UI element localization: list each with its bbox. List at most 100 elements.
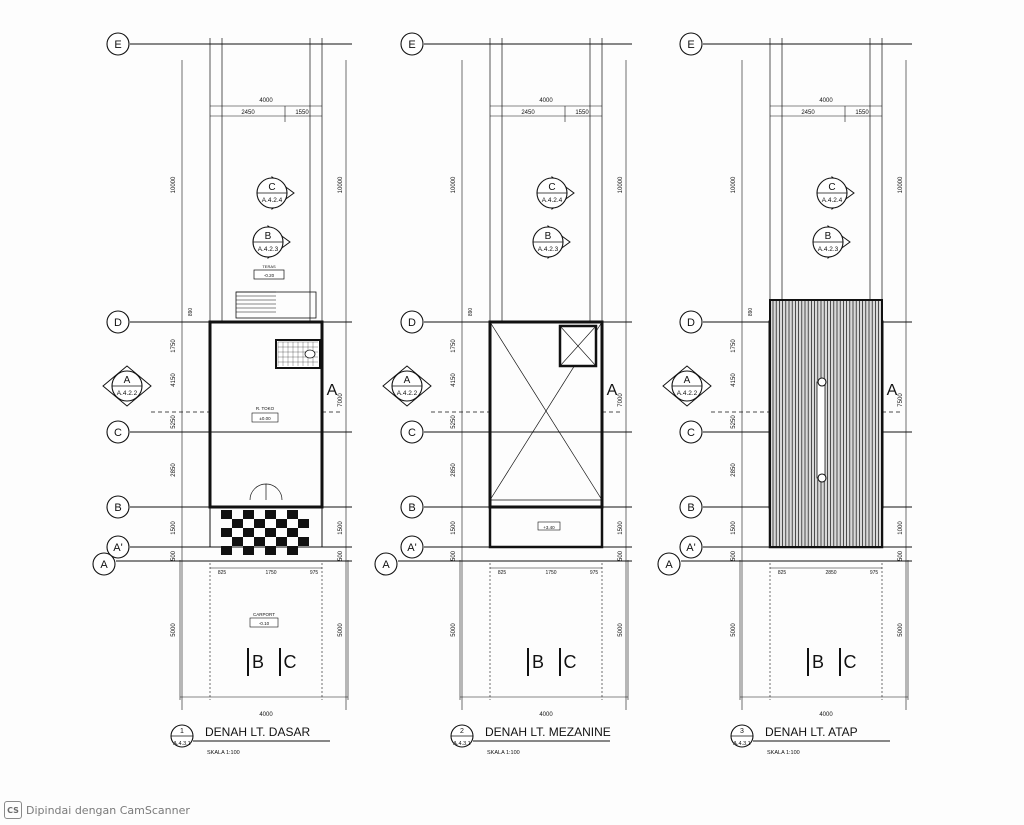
section-cut-label-a: A xyxy=(327,382,338,399)
dim-left-top: 10000 xyxy=(451,176,457,193)
paving-tile xyxy=(243,528,254,537)
grid-label-C: C xyxy=(687,427,695,439)
dim-left-b-a1: 1500 xyxy=(451,521,457,535)
dim-left-bottom: 5000 xyxy=(171,623,177,637)
paving-tile xyxy=(243,510,254,519)
paving-tile xyxy=(221,528,232,537)
dim-top-right: 1550 xyxy=(855,110,869,116)
dim-left-lower: 2850 xyxy=(171,463,177,477)
front-zone-outline xyxy=(488,505,604,549)
dim-mid-right: 975 xyxy=(590,570,599,576)
paving-tile xyxy=(298,519,309,528)
checker-paving xyxy=(221,510,309,555)
section-ref: A.4.2.2 xyxy=(677,390,698,397)
section-marker-b: BA.4.2.3 xyxy=(812,225,851,259)
plan-sheet-ref: A.4.3.1 xyxy=(733,741,750,747)
section-ref: A.4.2.2 xyxy=(117,390,138,397)
paving-tile xyxy=(287,546,298,555)
section-cut-label-b: B xyxy=(532,652,544,672)
grid-label-D: D xyxy=(114,317,122,329)
dim-top-right: 1550 xyxy=(575,110,589,116)
dim-top-right: 1550 xyxy=(295,110,309,116)
dim-left-mid: 5250 xyxy=(171,415,177,429)
dim-bottom-total: 4000 xyxy=(539,712,553,718)
dim-right-bottom: 5000 xyxy=(618,623,624,637)
dim-right-a1-a: 500 xyxy=(338,550,344,561)
section-letter: B xyxy=(265,231,272,242)
dim-right-mid: 7000 xyxy=(618,393,624,407)
dim-right-bottom: 5000 xyxy=(898,623,904,637)
paving-tile xyxy=(287,528,298,537)
paving-tile xyxy=(232,519,243,528)
dim-left-b-a1: 1500 xyxy=(171,521,177,535)
grid-label-B: B xyxy=(114,502,121,514)
dim-left-bottom: 5000 xyxy=(731,623,737,637)
paving-tile xyxy=(276,537,287,546)
section-letter: B xyxy=(545,231,552,242)
roof-gutter xyxy=(816,381,826,479)
plan-number: 3 xyxy=(740,728,744,735)
dim-mid-left: 825 xyxy=(498,570,507,576)
room-name: TERAS xyxy=(262,264,276,269)
dim-top-left: 2450 xyxy=(801,110,815,116)
grid-bubble-A1 xyxy=(679,535,703,559)
section-cut-label-b: B xyxy=(812,652,824,672)
room-name: CARPORT xyxy=(253,612,275,617)
dim-left-d-c: 1750 xyxy=(731,339,737,353)
paving-tile xyxy=(298,537,309,546)
dim-left-top: 10000 xyxy=(731,176,737,193)
section-ref: A.4.2.2 xyxy=(397,390,418,397)
grid-bubble-A1 xyxy=(400,535,424,559)
toilet-fixture-icon xyxy=(304,349,316,359)
plan-sheet-ref: A.4.3.1 xyxy=(173,741,190,747)
grid-bubble-A1 xyxy=(106,535,130,559)
section-letter: C xyxy=(268,182,275,193)
dim-right-bottom: 5000 xyxy=(338,623,344,637)
dim-left-b-a1: 1500 xyxy=(731,521,737,535)
dim-top-left: 2450 xyxy=(521,110,535,116)
dim-right-b-a1: 1500 xyxy=(618,521,624,535)
grid-bubble-B xyxy=(106,495,130,519)
dim-mid-center: 1750 xyxy=(265,570,276,576)
dim-left-upper: 4150 xyxy=(171,373,177,387)
grid-label-A: A xyxy=(100,559,108,571)
section-cut-label-c: C xyxy=(844,652,857,672)
dim-mid-right: 975 xyxy=(310,570,319,576)
section-cut-label-b: B xyxy=(252,652,264,672)
grid-bubble-A xyxy=(657,552,681,576)
dim-right-a1-a: 500 xyxy=(618,550,624,561)
section-marker-a: A A.4.2.2 xyxy=(102,365,152,407)
camscanner-text: Dipindai dengan CamScanner xyxy=(26,803,190,817)
section-letter: A xyxy=(124,375,131,386)
room-level: -0.10 xyxy=(259,621,270,626)
dim-left-d-c: 1750 xyxy=(451,339,457,353)
dim-mid-left: 825 xyxy=(778,570,787,576)
roof-drain-icon xyxy=(817,473,827,483)
grid-bubble-B xyxy=(400,495,424,519)
section-marker-c: CA.4.2.4 xyxy=(536,176,575,210)
dim-right-b-a1: 1000 xyxy=(898,521,904,535)
dim-left-upper: 4150 xyxy=(451,373,457,387)
grid-bubble-E xyxy=(400,32,424,56)
carport-level-tag xyxy=(249,617,279,628)
grid-label-A1: A' xyxy=(113,542,122,554)
grid-bubble-D xyxy=(679,310,703,334)
door-swing xyxy=(249,483,267,501)
roof-drain-icon xyxy=(817,377,827,387)
room-level: +3.40 xyxy=(543,525,555,530)
grid-label-D: D xyxy=(687,317,695,329)
dim-mid-right: 975 xyxy=(870,570,879,576)
paving-tile xyxy=(221,546,232,555)
plan-title: DENAH LT. MEZANINE xyxy=(485,725,611,739)
grid-label-E: E xyxy=(408,39,415,51)
grid-bubble-E xyxy=(106,32,130,56)
section-ref: A.4.2.4 xyxy=(542,197,563,204)
section-cut-label-a: A xyxy=(607,382,618,399)
camscanner-logo-icon: CS xyxy=(4,801,22,819)
room-name: R. TOKO xyxy=(256,406,275,411)
section-letter: A xyxy=(404,375,411,386)
